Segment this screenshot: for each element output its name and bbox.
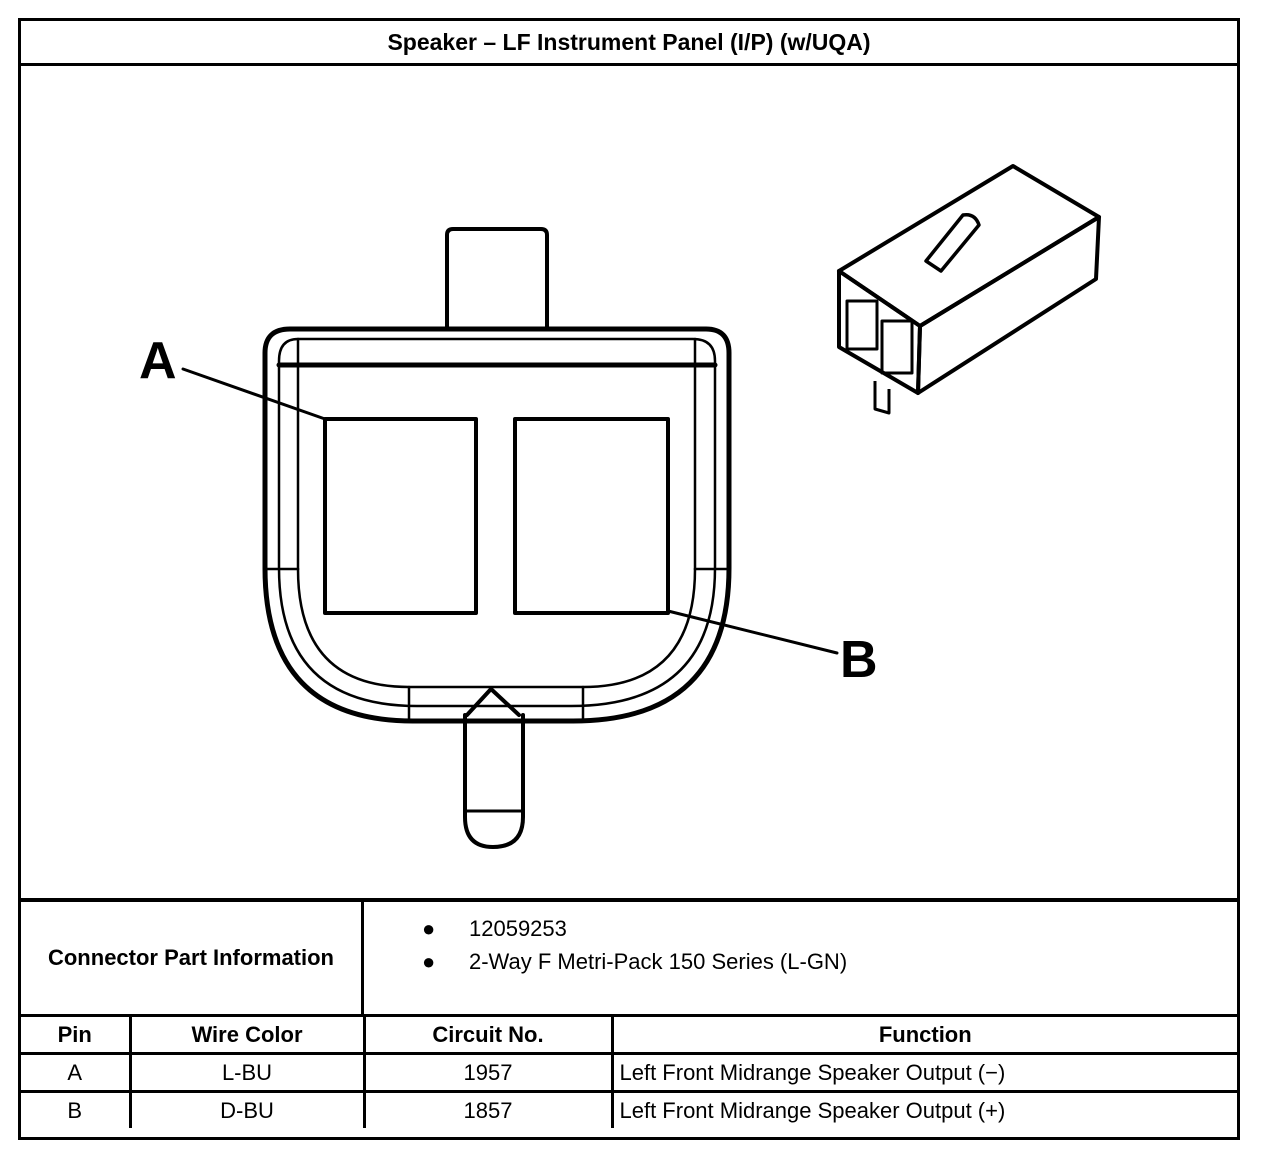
- header-pin: Pin: [21, 1017, 132, 1055]
- polarization-key: [465, 687, 521, 717]
- connector-info-list: ● 12059253 ● 2-Way F Metri-Pack 150 Seri…: [364, 902, 1237, 1024]
- pin-table-header: Pin Wire Color Circuit No. Function: [21, 1017, 1237, 1055]
- wire-color-cell: L-BU: [128, 1052, 366, 1093]
- bottom-lock-tab: [463, 713, 525, 849]
- connector-part-info: Connector Part Information ● 12059253 ● …: [21, 898, 1237, 1017]
- function-cell: Left Front Midrange Speaker Output (−): [610, 1052, 1237, 1093]
- connector-sheet: Speaker – LF Instrument Panel (I/P) (w/U…: [18, 18, 1240, 1140]
- circuit-cell: 1857: [362, 1090, 614, 1128]
- circuit-cell: 1957: [362, 1052, 614, 1093]
- bullet-icon: ●: [422, 916, 436, 941]
- leader-line-a: [181, 367, 327, 421]
- connector-drawing: A B: [21, 66, 1237, 898]
- pin-cell: A: [21, 1052, 132, 1093]
- housing-inner: [277, 337, 717, 708]
- connector-description-item: ● 2-Way F Metri-Pack 150 Series (L-GN): [364, 945, 1237, 978]
- connector-face-view: A B: [139, 164, 1101, 849]
- callout-label-b: B: [840, 631, 878, 689]
- table-row: A L-BU 1957 Left Front Midrange Speaker …: [21, 1052, 1237, 1093]
- header-wire-color: Wire Color: [128, 1017, 366, 1055]
- pin-table: Pin Wire Color Circuit No. Function A L-…: [21, 1017, 1237, 1128]
- cavity-b: [513, 417, 670, 615]
- wire-color-cell: D-BU: [128, 1090, 366, 1128]
- bullet-icon: ●: [422, 949, 436, 974]
- callout-label-a: A: [139, 332, 177, 390]
- leader-line-b: [666, 609, 839, 655]
- table-row: B D-BU 1857 Left Front Midrange Speaker …: [21, 1090, 1237, 1128]
- header-function: Function: [610, 1017, 1237, 1055]
- header-circuit: Circuit No.: [362, 1017, 614, 1055]
- part-number-item: ● 12059253: [364, 912, 1237, 945]
- inner-bowl: [296, 567, 697, 689]
- function-cell: Left Front Midrange Speaker Output (+): [610, 1090, 1237, 1128]
- connector-info-label: Connector Part Information: [21, 902, 364, 1014]
- connector-description: 2-Way F Metri-Pack 150 Series (L-GN): [469, 949, 848, 974]
- pin-cell: B: [21, 1090, 132, 1128]
- connector-isometric-icon: [837, 164, 1101, 415]
- top-latch-tab: [445, 227, 549, 331]
- cavity-a: [323, 417, 478, 615]
- part-number: 12059253: [469, 916, 567, 941]
- page-title: Speaker – LF Instrument Panel (I/P) (w/U…: [21, 21, 1237, 66]
- housing-outer: [262, 326, 732, 724]
